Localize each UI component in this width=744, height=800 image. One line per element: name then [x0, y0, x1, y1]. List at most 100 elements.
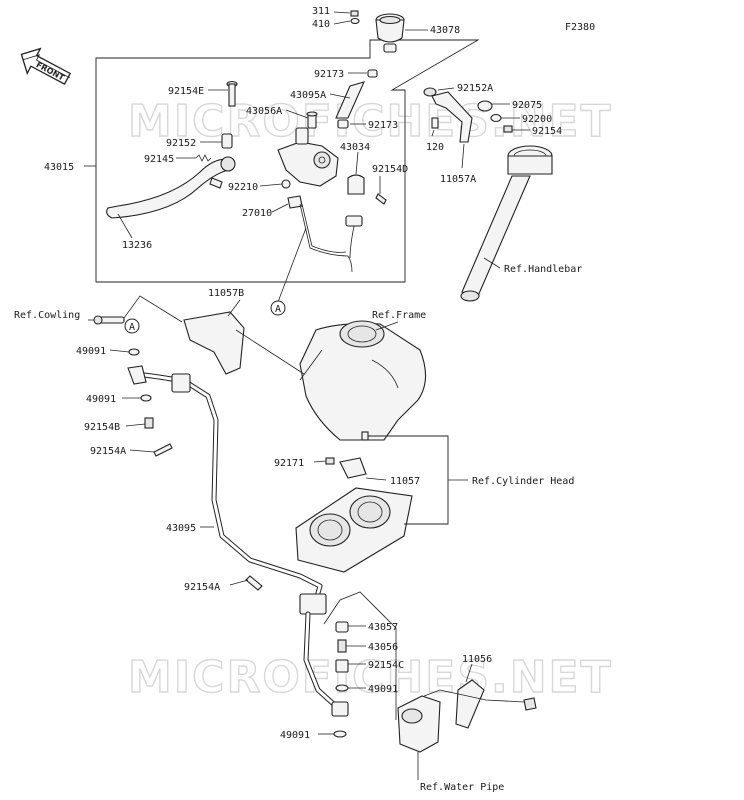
bolt-92154b: [144, 417, 154, 429]
brake-hose-43095: [133, 371, 323, 603]
bolt-92154e: [226, 80, 238, 107]
washer-49091-b: [140, 394, 152, 402]
label-120: 120: [426, 142, 444, 153]
hose-clamp-upper: [171, 373, 191, 393]
label-92154: 92154: [532, 126, 562, 137]
label-92152: 92152: [166, 138, 196, 149]
label-11056: 11056: [462, 654, 492, 665]
label-92145: 92145: [144, 154, 174, 165]
washer-49091-d: [333, 730, 347, 738]
bolt-92154c: [335, 659, 349, 673]
fitting-43057: [335, 621, 349, 633]
label-43095: 43095: [166, 523, 196, 534]
hose-43095a: [335, 81, 365, 119]
lever-pivot: [220, 156, 236, 172]
label-92154e: 92154E: [168, 86, 204, 97]
screw-311: [350, 10, 360, 25]
callout-a-upper-letter: A: [275, 304, 281, 315]
nut-92210: [281, 179, 291, 189]
washer-92075: [477, 100, 493, 112]
banjo-bolt-43056a: [306, 111, 318, 129]
bolt-92154a-lower: [245, 575, 263, 591]
label-11057b: 11057B: [208, 288, 244, 299]
bolt-92154a-upper: [153, 443, 173, 457]
label-43057: 43057: [368, 622, 398, 633]
switch-27010: [287, 195, 363, 273]
ref-cowling: Ref.Cowling: [14, 310, 80, 321]
reservoir-43078: [375, 13, 405, 53]
label-49091-a: 49091: [76, 346, 106, 357]
label-43056a: 43056A: [246, 106, 282, 117]
bolt-92154: [503, 125, 513, 133]
label-92154a-upper: 92154A: [90, 446, 126, 457]
label-92173-lower: 92173: [368, 120, 398, 131]
leader-lines: [88, 11, 530, 735]
master-cylinder-body: [277, 127, 339, 187]
washer-49091-a: [128, 348, 140, 356]
label-13236: 13236: [122, 240, 152, 251]
label-92154c: 92154C: [368, 660, 404, 671]
label-410: 410: [312, 19, 330, 30]
ref-handlebar: Ref.Handlebar: [504, 264, 582, 275]
bolt-43056: [337, 639, 347, 653]
label-92152a: 92152A: [457, 83, 493, 94]
label-92200: 92200: [522, 114, 552, 125]
bolt-11056: [523, 697, 537, 711]
holder-43034: [347, 174, 365, 195]
bracket-11056: [455, 679, 485, 729]
screw-120: [431, 117, 439, 129]
handlebar: [460, 145, 553, 302]
watermark-bottom: MICROFICHES.NET: [128, 652, 613, 703]
collar-92152: [221, 133, 233, 149]
water-pipe: [397, 695, 441, 753]
ref-frame: Ref.Frame: [372, 310, 426, 321]
hose-fitting-upper: [127, 365, 147, 385]
label-43078: 43078: [430, 25, 460, 36]
bolt-92154d: [375, 193, 387, 205]
label-92173-upper: 92173: [314, 69, 344, 80]
ref-water-pipe: Ref.Water Pipe: [420, 782, 504, 793]
front-arrow-icon: FRONT: [20, 47, 72, 85]
label-92210: 92210: [228, 182, 258, 193]
label-43015: 43015: [44, 162, 74, 173]
bolt-cowling: [93, 315, 125, 325]
label-92154a-lower: 92154A: [184, 582, 220, 593]
callout-a-lower-letter: A: [129, 322, 135, 333]
bracket-11057: [339, 457, 367, 479]
label-43034: 43034: [340, 142, 370, 153]
bracket-11057a: [431, 91, 473, 143]
label-27010: 27010: [242, 208, 272, 219]
nut-92152a: [423, 87, 437, 97]
hose-bracket-lower: [299, 593, 327, 615]
figure-code: F2380: [565, 22, 595, 33]
label-49091-d: 49091: [280, 730, 310, 741]
callout-a-lower: [124, 318, 140, 334]
cylinder-head: [295, 487, 413, 573]
label-92171: 92171: [274, 458, 304, 469]
label-43056: 43056: [368, 642, 398, 653]
ref-cylinder-head: Ref.Cylinder Head: [472, 476, 574, 487]
assembly-box-43015: [95, 39, 480, 283]
label-92075: 92075: [512, 100, 542, 111]
spring-92145: [195, 154, 212, 162]
frame: [299, 320, 427, 441]
washer-49091-c: [335, 684, 349, 692]
label-311: 311: [312, 6, 330, 17]
label-49091-c: 49091: [368, 684, 398, 695]
clamp-92173-lower: [337, 119, 349, 129]
callout-a-upper: [270, 300, 286, 316]
hose-fitting-lower: [331, 701, 349, 717]
bolt-92171: [325, 457, 335, 465]
washer-92200: [490, 113, 502, 123]
brake-lever-13236: [106, 158, 233, 219]
label-11057a: 11057A: [440, 174, 476, 185]
label-43095a: 43095A: [290, 90, 326, 101]
label-11057: 11057: [390, 476, 420, 487]
label-92154d: 92154D: [372, 164, 408, 175]
watermark-top: MICROFICHES.NET: [128, 96, 613, 147]
clamp-92173-upper: [367, 69, 378, 78]
bolt-92171-top: [361, 431, 369, 441]
label-49091-b: 49091: [86, 394, 116, 405]
label-92154b: 92154B: [84, 422, 120, 433]
